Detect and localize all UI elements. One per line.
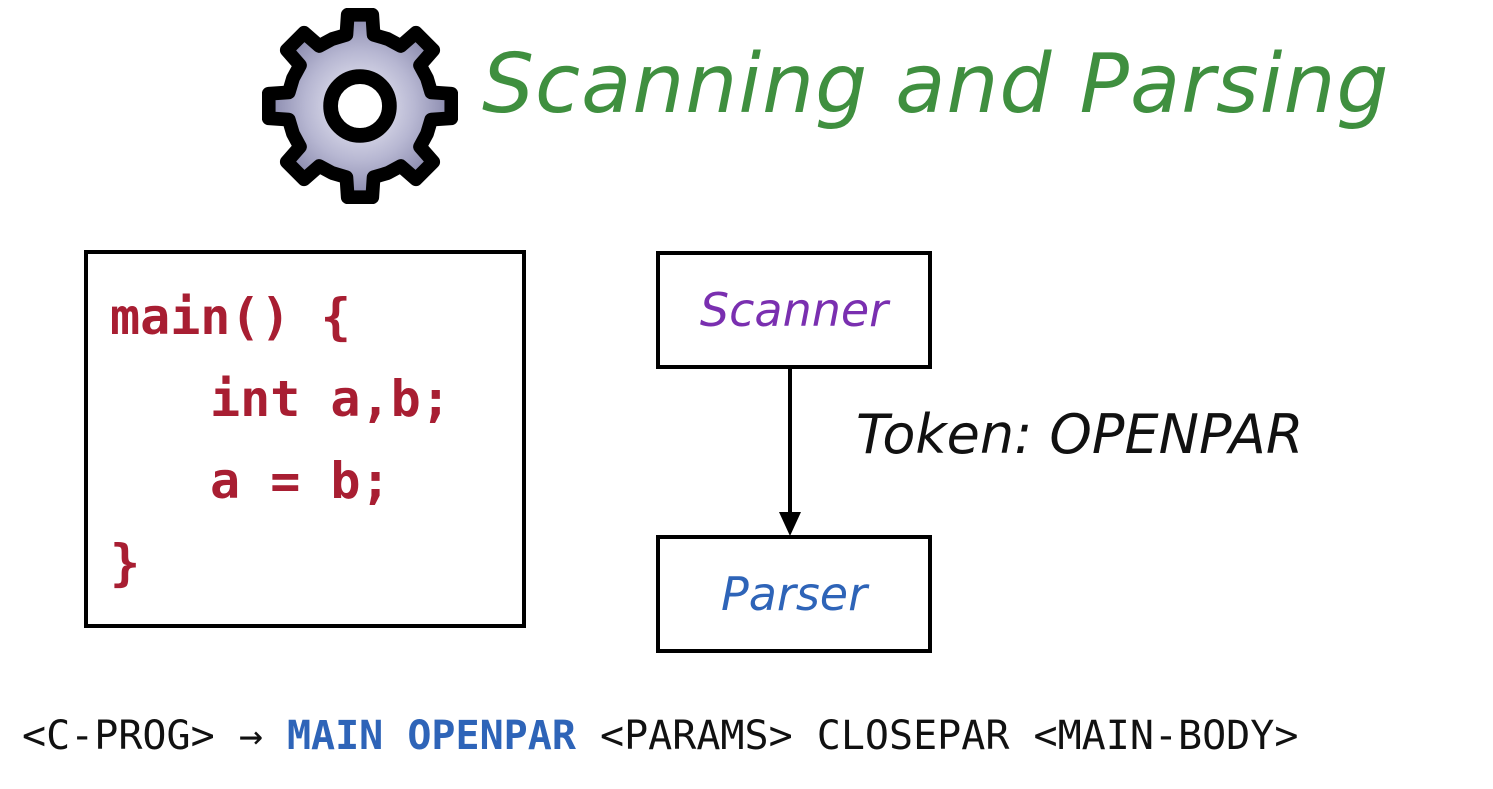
gear-icon (262, 8, 458, 204)
grammar-highlighted-tokens: MAIN OPENPAR (286, 713, 576, 759)
grammar-lhs: <C-PROG> (22, 713, 215, 759)
grammar-arrow: → (238, 713, 263, 759)
parser-box: Parser (656, 535, 932, 653)
token-label: Token: OPENPAR (856, 403, 1304, 466)
scanner-box: Scanner (656, 251, 932, 369)
grammar-rule: <C-PROG> → MAIN OPENPAR <PARAMS> CLOSEPA… (22, 716, 1298, 756)
code-line: a = b; (210, 452, 391, 510)
grammar-rest: <PARAMS> CLOSEPAR <MAIN-BODY> (600, 713, 1299, 759)
parser-label: Parser (720, 567, 868, 621)
code-line: main() { (110, 288, 351, 346)
code-box: main() { int a,b; a = b; } (84, 250, 526, 628)
flow-arrow (779, 366, 801, 536)
code-line: } (110, 534, 141, 592)
scanner-label: Scanner (699, 283, 889, 337)
page-title: Scanning and Parsing (482, 37, 1390, 132)
code-line: int a,b; (210, 370, 451, 428)
